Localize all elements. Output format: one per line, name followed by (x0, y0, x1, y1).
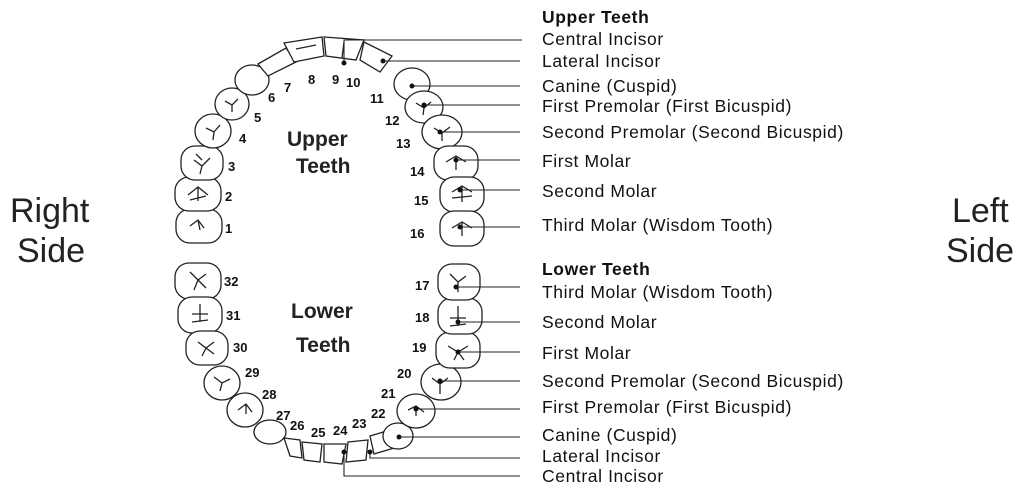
upper-teeth-center-title-1: Upper (287, 128, 348, 151)
label-upper-second-premolar: Second Premolar (Second Bicuspid) (542, 122, 844, 142)
tooth-28 (227, 393, 263, 427)
lower-arch (175, 263, 482, 464)
lower-teeth-center-title-1: Lower (291, 300, 353, 323)
label-lower-second-molar: Second Molar (542, 312, 657, 332)
tooth-number: 8 (308, 72, 315, 87)
right-side-word-1: Right (10, 192, 90, 230)
tooth-number: 29 (245, 365, 259, 380)
tooth-number: 28 (262, 387, 276, 402)
tooth-number: 9 (332, 72, 339, 87)
tooth-number: 22 (371, 406, 385, 421)
tooth-10 (360, 42, 392, 72)
tooth-number: 32 (224, 274, 238, 289)
tooth-25 (302, 442, 322, 462)
label-lower-third-molar: Third Molar (Wisdom Tooth) (542, 282, 773, 302)
tooth-number: 19 (412, 340, 426, 355)
lower-teeth-center-title-2: Teeth (296, 334, 350, 357)
tooth-number: 20 (397, 366, 411, 381)
label-lower-first-molar: First Molar (542, 343, 631, 363)
label-upper-first-molar: First Molar (542, 151, 631, 171)
upper-teeth-header: Upper Teeth (542, 7, 649, 27)
upper-labels: Upper Teeth Central Incisor Lateral Inci… (542, 7, 844, 235)
tooth-number: 6 (268, 90, 275, 105)
leader-lateral-incisor-lower (370, 452, 520, 458)
tooth-number: 27 (276, 408, 290, 423)
tooth-number: 5 (254, 110, 261, 125)
label-upper-second-molar: Second Molar (542, 181, 657, 201)
left-side-label: Left Side (946, 192, 1014, 270)
tooth-number: 15 (414, 193, 428, 208)
tooth-number: 16 (410, 226, 424, 241)
label-lower-central-incisor: Central Incisor (542, 466, 664, 486)
left-side-word-1: Left (952, 192, 1009, 230)
tooth-number: 1 (225, 221, 232, 236)
label-lower-lateral-incisor: Lateral Incisor (542, 446, 661, 466)
tooth-number: 2 (225, 189, 232, 204)
lower-labels: Lower Teeth Third Molar (Wisdom Tooth) S… (542, 259, 844, 486)
tooth-number: 13 (396, 136, 410, 151)
tooth-number: 7 (284, 80, 291, 95)
label-lower-canine: Canine (Cuspid) (542, 425, 677, 445)
label-lower-first-premolar: First Premolar (First Bicuspid) (542, 397, 792, 417)
right-side-label: Right Side (10, 192, 90, 270)
tooth-3 (181, 146, 223, 180)
lower-teeth-header: Lower Teeth (542, 259, 650, 279)
label-lower-second-premolar: Second Premolar (Second Bicuspid) (542, 371, 844, 391)
tooth-number: 24 (333, 423, 348, 438)
tooth-number: 3 (228, 159, 235, 174)
tooth-number: 18 (415, 310, 429, 325)
upper-teeth-center-title-2: Teeth (296, 155, 350, 178)
tooth-23 (346, 440, 368, 462)
tooth-number: 17 (415, 278, 429, 293)
tooth-number: 4 (239, 131, 247, 146)
tooth-number: 12 (385, 113, 399, 128)
label-upper-lateral-incisor: Lateral Incisor (542, 51, 661, 71)
tooth-number: 25 (311, 425, 325, 440)
left-side-word-2: Side (946, 232, 1014, 270)
tooth-number: 10 (346, 75, 360, 90)
tooth-26 (284, 438, 302, 458)
label-upper-central-incisor: Central Incisor (542, 29, 664, 49)
label-upper-third-molar: Third Molar (Wisdom Tooth) (542, 215, 773, 235)
tooth-number: 30 (233, 340, 247, 355)
tooth-number: 14 (410, 164, 425, 179)
tooth-number: 11 (370, 91, 384, 106)
tooth-number: 23 (352, 416, 366, 431)
tooth-number: 31 (226, 308, 240, 323)
tooth-27 (254, 420, 286, 444)
tooth-number: 26 (290, 418, 304, 433)
label-upper-first-premolar: First Premolar (First Bicuspid) (542, 96, 792, 116)
label-upper-canine: Canine (Cuspid) (542, 76, 677, 96)
right-side-word-2: Side (17, 232, 85, 270)
tooth-number: 21 (381, 386, 395, 401)
tooth-18 (438, 298, 482, 334)
